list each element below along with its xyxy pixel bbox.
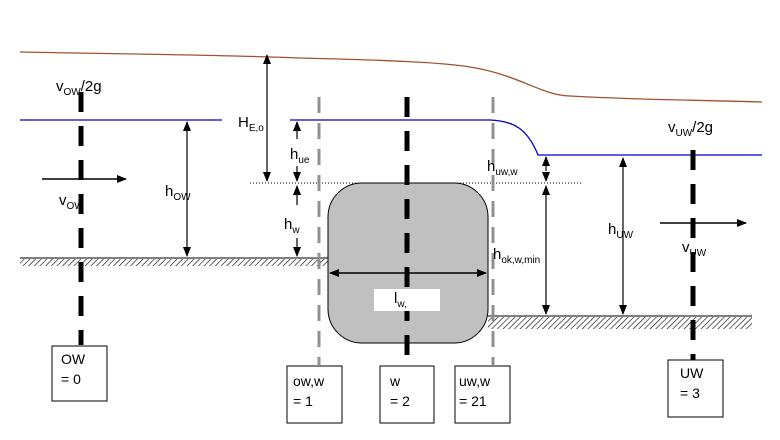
label-h-uww: huw,w <box>487 158 518 178</box>
section-box-ow: OW = 0 <box>51 345 108 402</box>
label-h-ow: hOW <box>165 183 191 203</box>
section-box-uw: UW = 3 <box>667 359 724 418</box>
svg-text:= 21: = 21 <box>459 393 487 409</box>
section-box-w: w = 2 <box>379 365 435 424</box>
svg-text:= 0: = 0 <box>61 371 81 387</box>
svg-text:OW: OW <box>61 351 86 367</box>
svg-text:uw,w: uw,w <box>459 373 491 389</box>
label-h-uw: hUW <box>608 221 634 241</box>
culvert-water-surface <box>290 119 762 156</box>
label-h-eo: HE,o <box>238 114 264 134</box>
l-w-label-box <box>374 289 440 311</box>
label-h-okwmin: hok,w,min <box>493 246 540 266</box>
label-v-uw: vUW <box>682 239 707 259</box>
svg-text:= 2: = 2 <box>390 393 410 409</box>
upstream-bed-hatch <box>20 259 330 266</box>
svg-text:UW: UW <box>680 365 704 381</box>
label-h-w: hw <box>284 216 300 236</box>
energy-line <box>19 51 763 103</box>
svg-text:ow,w: ow,w <box>293 373 325 389</box>
label-v-ow-2g: vOW/2g <box>56 78 102 98</box>
label-l-w: lw, <box>394 290 407 310</box>
svg-text:= 1: = 1 <box>293 393 313 409</box>
section-box-uww: uw,w = 21 <box>454 365 511 424</box>
label-v-uw-2g: vUW/2g <box>668 119 713 139</box>
section-box-oww: ow,w = 1 <box>286 365 343 424</box>
svg-text:= 3: = 3 <box>680 385 700 401</box>
svg-text:w: w <box>389 373 401 389</box>
label-h-ue: hue <box>290 146 310 166</box>
label-v-ow: vOW <box>59 192 84 212</box>
downstream-bed-hatch <box>488 317 752 329</box>
